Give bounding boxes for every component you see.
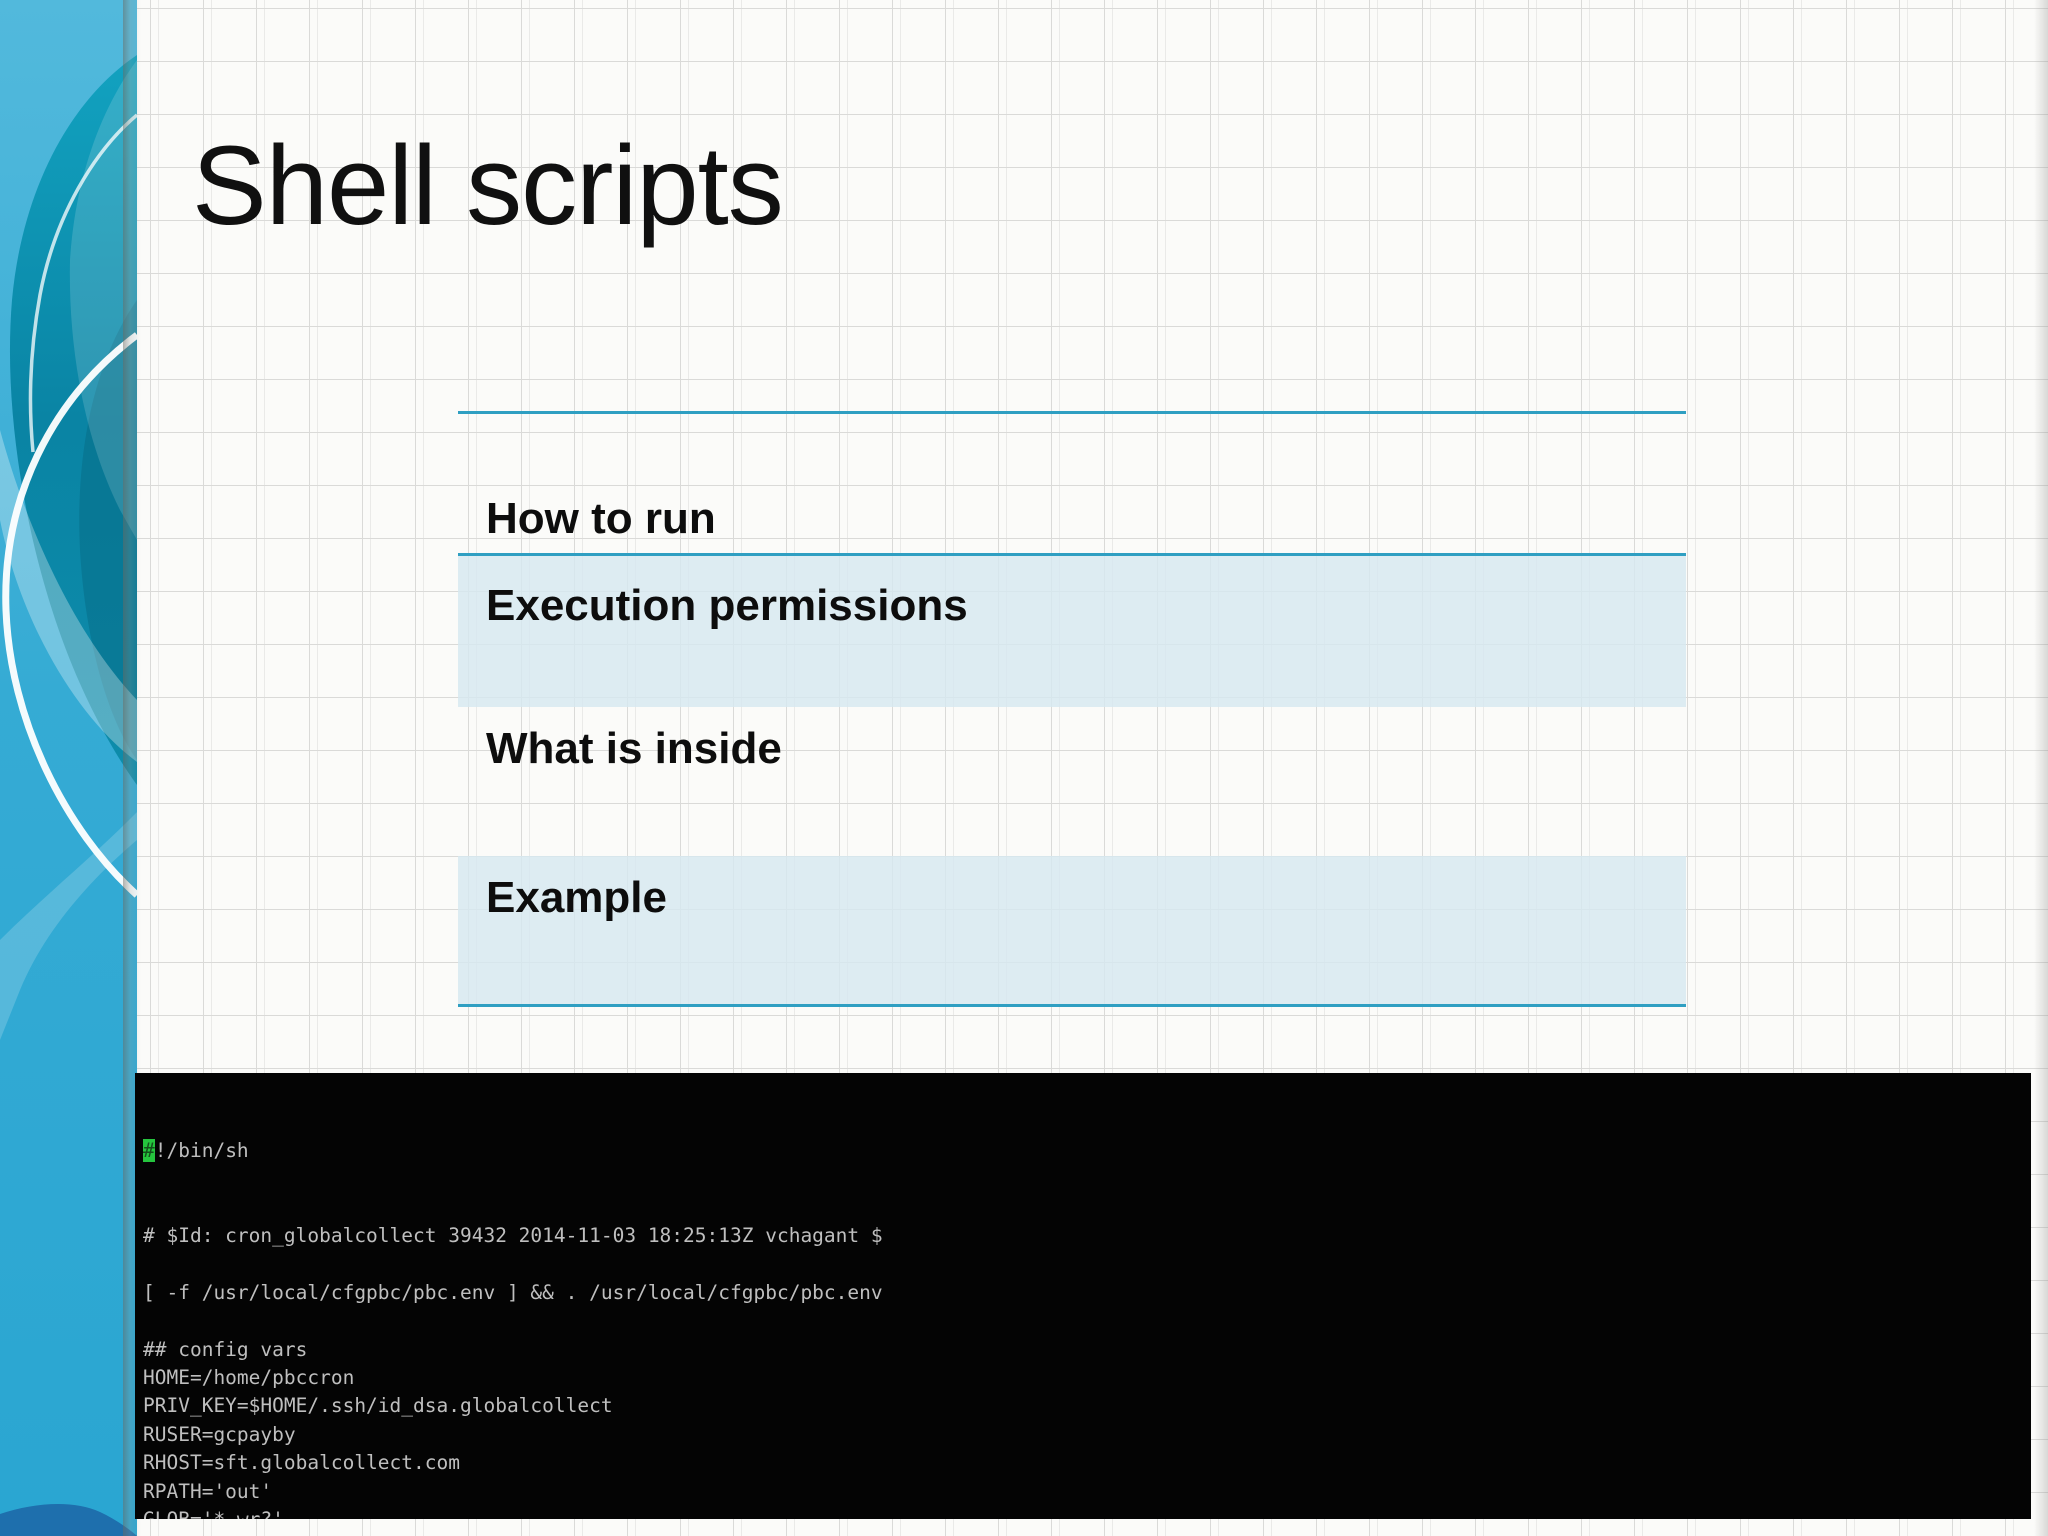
table-row: Execution permissions — [458, 556, 1686, 707]
terminal-line-shebang: #!/bin/sh — [143, 1137, 2021, 1165]
terminal-line — [143, 1250, 2021, 1278]
terminal-body: # $Id: cron_globalcollect 39432 2014-11-… — [143, 1222, 2021, 1519]
page-title: Shell scripts — [192, 123, 784, 248]
table-row: Example — [458, 856, 1686, 1004]
terminal-line: RHOST=sft.globalcollect.com — [143, 1451, 460, 1475]
table-row: How to run — [458, 414, 1686, 556]
terminal-line: RPATH='out' — [143, 1479, 273, 1503]
table-row-label: How to run — [486, 493, 716, 543]
shebang-text: !/bin/sh — [154, 1138, 249, 1162]
terminal-line: ## config vars — [143, 1337, 308, 1361]
terminal-window: #!/bin/sh # $Id: cron_globalcollect 3943… — [135, 1073, 2031, 1519]
sidebar-swoosh-graphic — [0, 0, 140, 1536]
terminal-line: PRIV_KEY=$HOME/.ssh/id_dsa.globalcollect — [143, 1394, 613, 1418]
table-row: What is inside — [458, 707, 1686, 856]
terminal-line: HOME=/home/pbccron — [143, 1365, 355, 1389]
terminal-line: GLOB='*.wr?' — [143, 1506, 2021, 1519]
topics-table: How to run Execution permissions What is… — [458, 411, 1686, 1007]
terminal-line: RUSER=gcpayby — [143, 1422, 296, 1446]
sidebar-decoration — [0, 0, 140, 1536]
paper-right-edge — [2034, 0, 2048, 1536]
terminal-line — [143, 1307, 2021, 1335]
cursor-highlight: # — [143, 1138, 155, 1162]
table-row-label: Example — [486, 873, 667, 922]
table-row-label: Execution permissions — [486, 581, 968, 630]
terminal-line: # $Id: cron_globalcollect 39432 2014-11-… — [143, 1224, 883, 1248]
table-row-label: What is inside — [486, 724, 782, 773]
terminal-line: [ -f /usr/local/cfgpbc/pbc.env ] && . /u… — [143, 1280, 883, 1304]
